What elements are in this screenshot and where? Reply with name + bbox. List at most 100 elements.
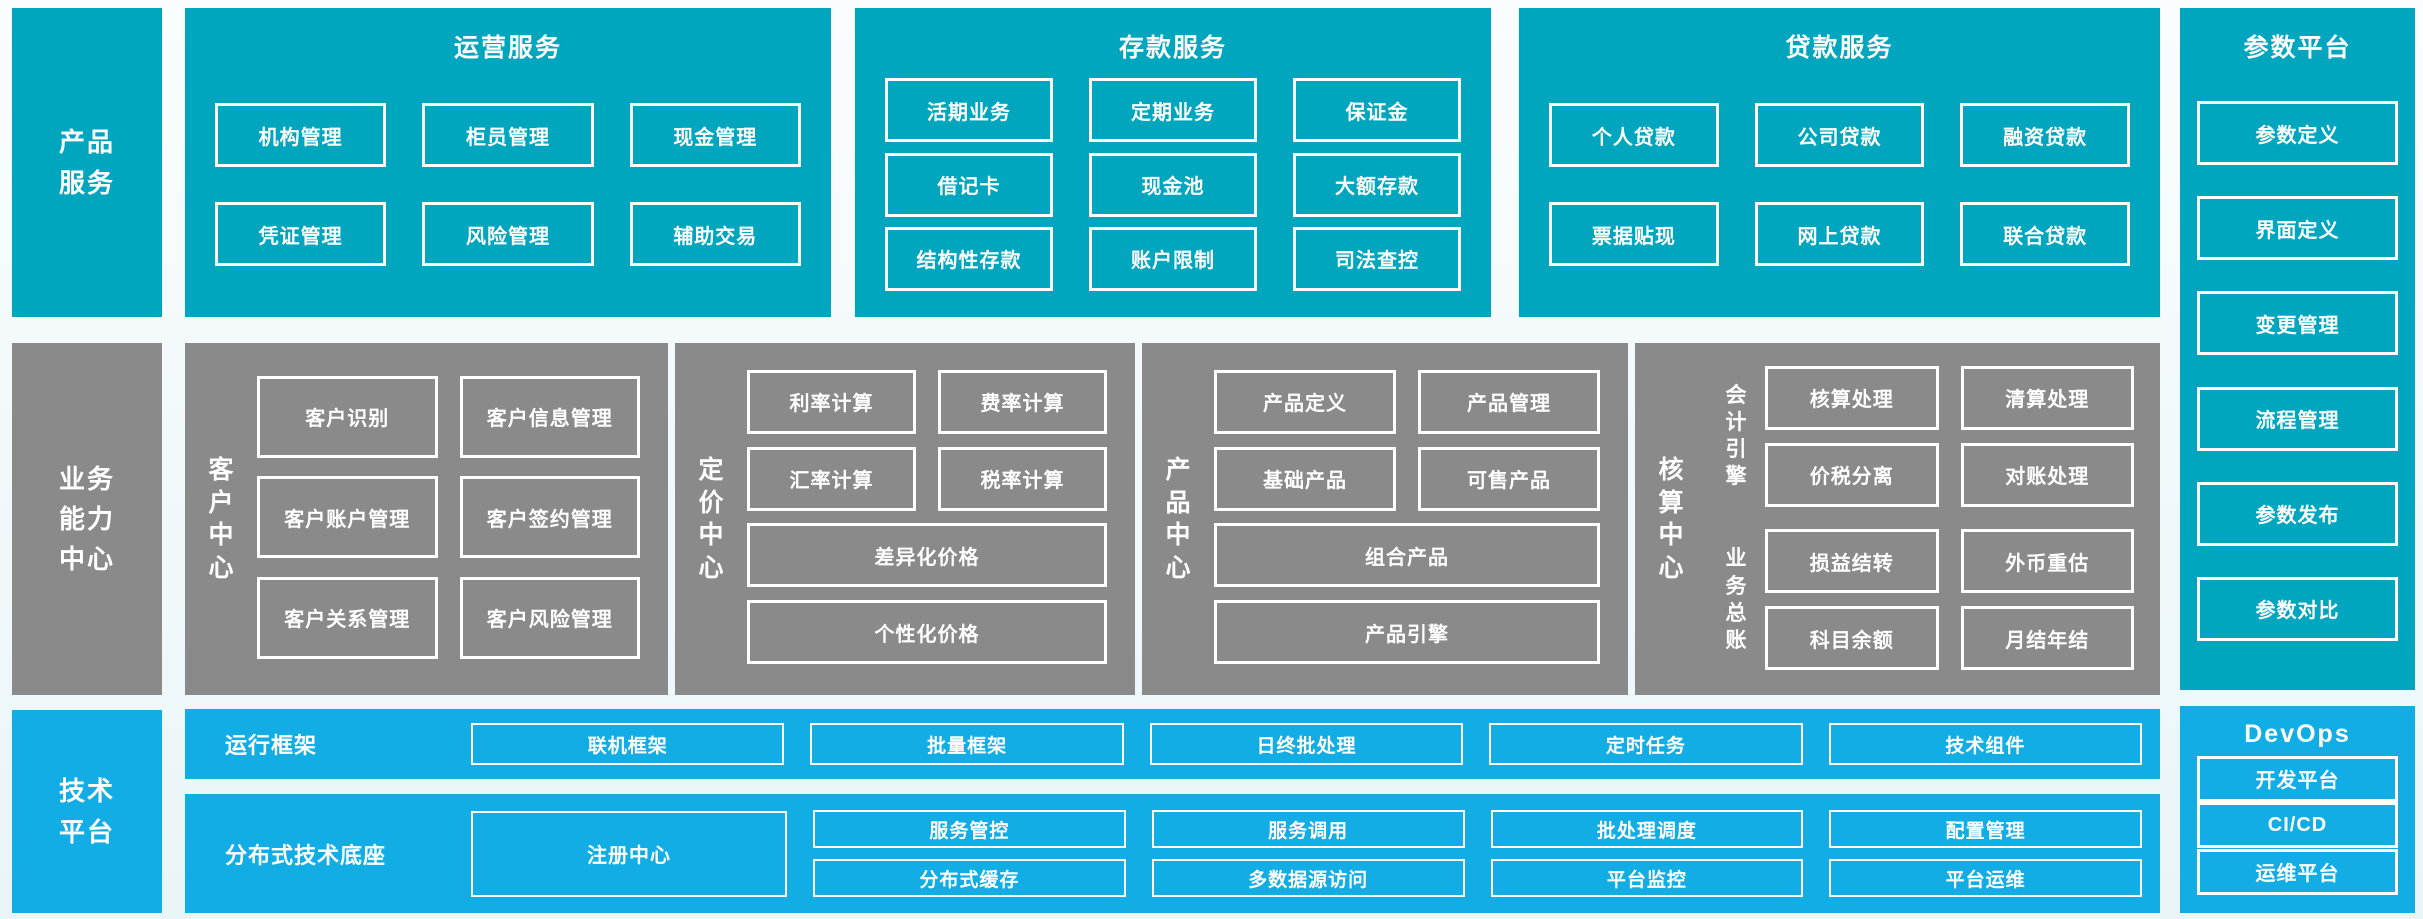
diagram-box: 风险管理 — [422, 202, 594, 266]
diagram-box: 外币重估 — [1960, 529, 2134, 594]
rail-technology-platform-label: 技术平台 — [58, 776, 115, 847]
diagram-box: 活期业务 — [885, 78, 1053, 143]
diagram-box: 服务调用 — [1151, 810, 1465, 848]
diagram-box: 客户签约管理 — [459, 476, 640, 558]
rail-business-capability-center-label: 业务能力中心 — [58, 463, 115, 575]
pricing-center-boxes: 利率计算费率计算 汇率计算税率计算 差异化价格 个性化价格 — [747, 343, 1135, 695]
operations-services-boxes: 机构管理柜员管理现金管理 凭证管理风险管理辅助交易 — [185, 64, 831, 317]
diagram-box: 费率计算 — [938, 369, 1107, 434]
diagram-box: 客户关系管理 — [257, 576, 438, 659]
rail-product-services-label: 产品服务 — [58, 127, 115, 198]
rail-technology-platform: 技术平台 — [12, 710, 162, 913]
runtime-framework-label: 运行框架 — [225, 733, 318, 758]
diagram-box: 平台运维 — [1829, 859, 2142, 897]
distributed-tech-base-grid: 服务管控服务调用批处理调度配置管理 分布式缓存多数据源访问平台监控平台运维 — [813, 810, 2160, 897]
panel-product-center: 产品中心 产品定义产品管理 基础产品可售产品 组合产品 产品引擎 — [1142, 343, 1628, 695]
diagram-box: 对账处理 — [1960, 442, 2134, 507]
registry-center-box: 注册中心 — [471, 810, 787, 897]
accounting-group-ledger: 业务总账 损益结转外币重估 科目余额月结年结 — [1707, 529, 2134, 671]
panel-operations-services-title: 运营服务 — [453, 34, 562, 62]
diagram-box: 柜员管理 — [422, 103, 594, 167]
diagram-box: 司法查控 — [1293, 226, 1461, 291]
diagram-box: 核算处理 — [1765, 365, 1939, 430]
rail-product-services: 产品服务 — [12, 8, 162, 317]
parameter-platform-boxes: 参数定义界面定义变更管理流程管理参数发布参数对比 — [2180, 64, 2415, 690]
diagram-box: 融资贷款 — [1960, 103, 2131, 167]
diagram-box: 技术组件 — [1828, 723, 2143, 765]
diagram-box: 配置管理 — [1829, 810, 2142, 848]
customer-center-boxes: 客户识别客户信息管理 客户账户管理客户签约管理 客户关系管理客户风险管理 — [257, 343, 668, 695]
panel-product-center-title: 产品中心 — [1165, 456, 1191, 582]
diagram-box: 定时任务 — [1489, 723, 1803, 765]
panel-customer-center-title: 客户中心 — [208, 456, 234, 582]
diagram-box: 个人贷款 — [1549, 103, 1719, 167]
panel-pricing-center: 定价中心 利率计算费率计算 汇率计算税率计算 差异化价格 个性化价格 — [675, 343, 1135, 695]
product-center-boxes: 产品定义产品管理 基础产品可售产品 组合产品 产品引擎 — [1214, 343, 1628, 695]
diagram-box: 差异化价格 — [747, 523, 1107, 588]
diagram-box: 大额存款 — [1293, 152, 1461, 217]
diagram-box: 平台监控 — [1490, 859, 1804, 897]
loan-services-boxes: 个人贷款公司贷款融资贷款 票据贴现网上贷款联合贷款 — [1519, 64, 2160, 317]
panel-operations-services: 运营服务 机构管理柜员管理现金管理 凭证管理风险管理辅助交易 — [185, 8, 831, 317]
diagram-box: 客户风险管理 — [459, 576, 640, 659]
panel-loan-services-title: 贷款服务 — [1785, 34, 1894, 62]
diagram-box: 产品定义 — [1214, 369, 1396, 434]
diagram-box: CI/CD — [2197, 802, 2398, 848]
accounting-group-engine: 会计引擎 核算处理清算处理 价税分离对账处理 — [1707, 365, 2134, 507]
diagram-box: 界面定义 — [2197, 196, 2398, 261]
diagram-box: 现金管理 — [629, 103, 801, 167]
accounting-engine-label: 会计引擎 — [1725, 383, 1747, 489]
panel-deposit-services: 存款服务 活期业务定期业务保证金 借记卡现金池大额存款 结构性存款账户限制司法查… — [855, 8, 1491, 317]
business-ledger-label: 业务总账 — [1725, 547, 1747, 653]
diagram-box: 日终批处理 — [1149, 723, 1464, 765]
diagram-box: 客户识别 — [257, 375, 438, 458]
diagram-box: 服务管控 — [813, 810, 1126, 848]
diagram-box: 开发平台 — [2197, 755, 2398, 802]
diagram-box: 辅助交易 — [629, 202, 801, 266]
diagram-box: 汇率计算 — [747, 446, 916, 511]
diagram-box: 清算处理 — [1960, 365, 2134, 430]
diagram-box: 结构性存款 — [885, 226, 1053, 291]
diagram-box: 参数对比 — [2197, 576, 2398, 641]
panel-customer-center: 客户中心 客户识别客户信息管理 客户账户管理客户签约管理 客户关系管理客户风险管… — [185, 343, 668, 695]
diagram-box: 参数定义 — [2197, 101, 2398, 166]
diagram-box: 凭证管理 — [215, 202, 387, 266]
diagram-box: 分布式缓存 — [813, 859, 1126, 897]
diagram-box: 联合贷款 — [1960, 202, 2131, 266]
diagram-box: 账户限制 — [1089, 226, 1257, 291]
diagram-box: 个性化价格 — [747, 600, 1107, 665]
diagram-box: 客户信息管理 — [459, 375, 640, 458]
diagram-box: 多数据源访问 — [1151, 859, 1465, 897]
rail-business-capability-center: 业务能力中心 — [12, 343, 162, 695]
runtime-framework-boxes: 联机框架批量框架日终批处理定时任务技术组件 — [471, 723, 2160, 765]
diagram-box: 批量框架 — [810, 723, 1124, 765]
diagram-box: 现金池 — [1089, 152, 1257, 217]
diagram-box: 客户账户管理 — [257, 476, 438, 558]
diagram-box: 税率计算 — [938, 446, 1107, 511]
panel-parameter-platform: 参数平台 参数定义界面定义变更管理流程管理参数发布参数对比 — [2180, 8, 2415, 690]
panel-accounting-center-title: 核算中心 — [1658, 456, 1684, 582]
panel-accounting-center: 核算中心 会计引擎 核算处理清算处理 价税分离对账处理 业务总账 损益结转外币重… — [1635, 343, 2160, 695]
diagram-box: 产品引擎 — [1214, 600, 1600, 665]
bar-runtime-framework: 运行框架 联机框架批量框架日终批处理定时任务技术组件 — [185, 709, 2160, 779]
diagram-box: 借记卡 — [885, 152, 1053, 217]
diagram-box: 利率计算 — [747, 369, 916, 434]
diagram-box: 运维平台 — [2197, 848, 2398, 895]
diagram-box: 联机框架 — [471, 723, 785, 765]
diagram-box: 批处理调度 — [1490, 810, 1804, 848]
panel-parameter-platform-title: 参数平台 — [2243, 34, 2352, 62]
panel-deposit-services-title: 存款服务 — [1118, 34, 1227, 62]
panel-pricing-center-title: 定价中心 — [698, 456, 724, 582]
diagram-box: 机构管理 — [215, 103, 387, 167]
diagram-box: 参数发布 — [2197, 481, 2398, 546]
accounting-center-groups: 会计引擎 核算处理清算处理 价税分离对账处理 业务总账 损益结转外币重估 科目余… — [1707, 343, 2160, 695]
diagram-box: 网上贷款 — [1754, 202, 1925, 266]
diagram-box: 科目余额 — [1765, 606, 1939, 671]
diagram-box: 流程管理 — [2197, 386, 2398, 451]
diagram-box: 定期业务 — [1089, 78, 1257, 143]
diagram-box: 保证金 — [1293, 78, 1461, 143]
deposit-services-boxes: 活期业务定期业务保证金 借记卡现金池大额存款 结构性存款账户限制司法查控 — [855, 64, 1491, 317]
